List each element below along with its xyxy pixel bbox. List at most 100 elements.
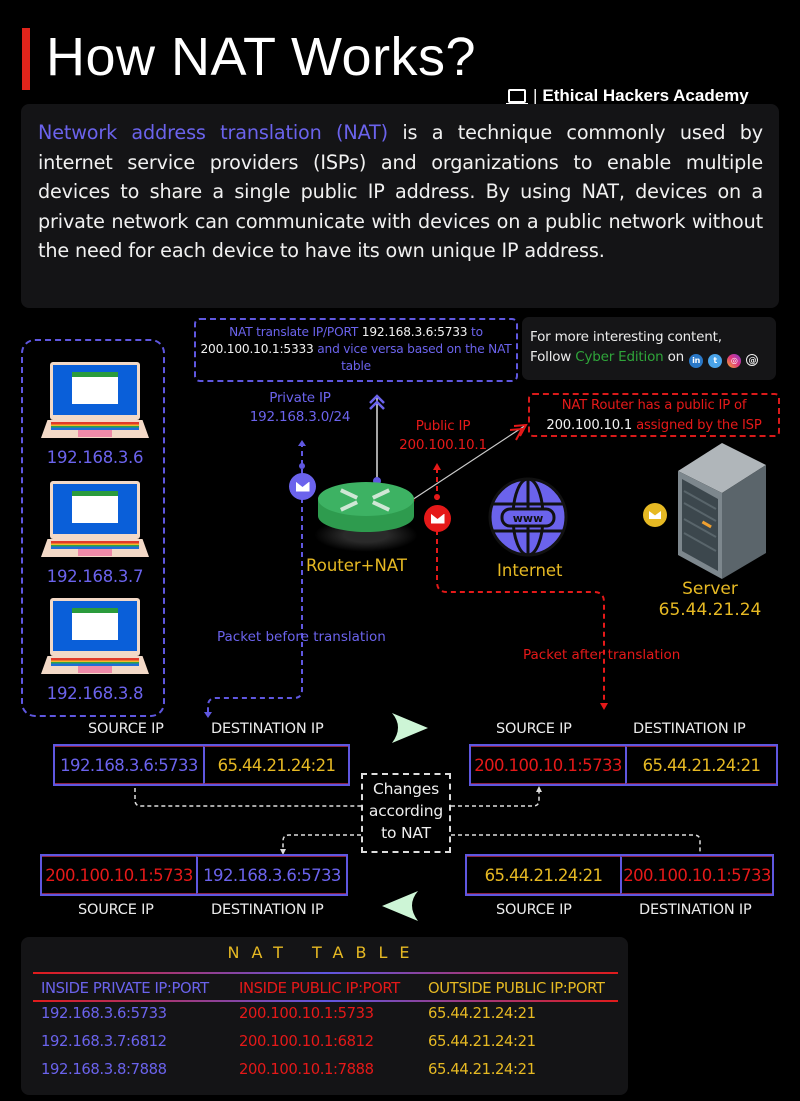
public-note-line-1: NAT Router has a public IP of bbox=[561, 398, 747, 413]
intro-panel: Network address translation (NAT) is a t… bbox=[21, 104, 779, 308]
note-text: and vice versa based on the NAT table bbox=[313, 342, 512, 373]
note-ip-to: 200.100.10.1:5333 bbox=[200, 342, 314, 356]
globe-icon: www bbox=[488, 477, 568, 557]
device-ip: 192.168.3.6 bbox=[46, 448, 144, 467]
public-ip-label: Public IP 200.100.10.1 bbox=[399, 418, 487, 453]
packet-destination: 65.44.21.24:21 bbox=[203, 746, 348, 784]
destination-ip-header: DESTINATION IP bbox=[211, 902, 324, 918]
packet-source: 192.168.3.6:5733 bbox=[55, 746, 203, 784]
packet-before-label: Packet before translation bbox=[217, 629, 386, 645]
private-ip-label: Private IP 192.168.3.0/24 bbox=[249, 390, 351, 425]
destination-ip-header: DESTINATION IP bbox=[633, 721, 746, 737]
table-header-row: INSIDE PRIVATE IP:PORT INSIDE PUBLIC IP:… bbox=[41, 980, 621, 997]
packet-after-arrowhead bbox=[600, 703, 608, 710]
private-uplink-arrowhead bbox=[298, 440, 306, 446]
table-row: 192.168.3.8:7888 200.100.10.1:7888 65.44… bbox=[41, 1061, 536, 1078]
changes-link-top-right bbox=[451, 790, 540, 807]
follow-line-2: Follow Cyber Edition on in t ◎ @ bbox=[530, 347, 776, 368]
envelope-icon bbox=[295, 481, 310, 492]
destination-ip-header: DESTINATION IP bbox=[639, 902, 752, 918]
packet-destination: 192.168.3.6:5733 bbox=[196, 856, 346, 894]
laptop-icon bbox=[41, 481, 149, 561]
source-ip-header: SOURCE IP bbox=[88, 721, 164, 737]
note-text: to bbox=[467, 325, 483, 339]
nat-table: NAT TABLE INSIDE PRIVATE IP:PORT INSIDE … bbox=[21, 937, 628, 1095]
public-note-line-2: 200.100.10.1 assigned by the ISP bbox=[546, 418, 762, 433]
public-ip-note: NAT Router has a public IP of 200.100.10… bbox=[528, 393, 780, 437]
device-laptop: 192.168.3.7 bbox=[41, 481, 149, 586]
destination-ip-header: DESTINATION IP bbox=[211, 721, 324, 737]
flow-arrow-left-icon bbox=[382, 891, 418, 921]
envelope-icon bbox=[649, 511, 661, 519]
device-ip: 192.168.3.7 bbox=[46, 567, 144, 586]
intro-highlight: Network address translation (NAT) bbox=[38, 121, 388, 144]
table-divider bbox=[33, 972, 618, 974]
double-chevron-icon-a bbox=[369, 394, 385, 404]
nat-table-title: NAT TABLE bbox=[227, 943, 422, 962]
packet-source: 65.44.21.24:21 bbox=[467, 856, 620, 894]
envelope-icon bbox=[430, 513, 445, 524]
intro-body: is a technique commonly used by internet… bbox=[38, 121, 763, 262]
changes-link-bottom-right bbox=[451, 834, 701, 852]
note-ip-from: 192.168.3.6:5733 bbox=[361, 325, 468, 339]
packet-destination: 200.100.10.1:5733 bbox=[620, 856, 772, 894]
router-icon bbox=[314, 478, 418, 552]
packet-return-after: 200.100.10.1:5733 192.168.3.6:5733 bbox=[40, 854, 348, 896]
column-header: INSIDE PRIVATE IP:PORT bbox=[41, 980, 209, 997]
table-row: 192.168.3.6:5733 200.100.10.1:5733 65.44… bbox=[41, 1005, 536, 1022]
linkedin-icon[interactable]: in bbox=[689, 354, 704, 368]
brand-name: Ethical Hackers Academy bbox=[542, 86, 749, 105]
title-accent-bar bbox=[22, 28, 30, 90]
packet-source: 200.100.10.1:5733 bbox=[471, 746, 625, 784]
brand-separator: | bbox=[533, 86, 538, 105]
source-ip-header: SOURCE IP bbox=[496, 902, 572, 918]
packet-return-before: 65.44.21.24:21 200.100.10.1:5733 bbox=[465, 854, 774, 896]
packet-after-path bbox=[436, 530, 605, 704]
packet-after-label: Packet after translation bbox=[523, 647, 681, 663]
column-header: INSIDE PUBLIC IP:PORT bbox=[239, 980, 400, 997]
double-chevron-icon-b bbox=[369, 400, 385, 410]
device-laptop: 192.168.3.8 bbox=[41, 598, 149, 703]
packet-before-arrowhead bbox=[204, 712, 212, 718]
follow-line-1: For more interesting content, bbox=[530, 329, 722, 345]
globe-www-text: www bbox=[513, 512, 544, 525]
device-laptop: 192.168.3.6 bbox=[41, 362, 149, 467]
source-ip-header: SOURCE IP bbox=[496, 721, 572, 737]
public-packet-badge bbox=[424, 505, 451, 532]
private-packet-badge bbox=[289, 473, 316, 500]
device-ip: 192.168.3.8 bbox=[46, 684, 144, 703]
follow-brand-link[interactable]: Cyber Edition bbox=[575, 349, 664, 365]
follow-promo-box: For more interesting content, Follow Cyb… bbox=[522, 317, 776, 380]
threads-icon[interactable]: @ bbox=[746, 354, 759, 366]
packet-before-path bbox=[207, 498, 303, 714]
column-header: OUTSIDE PUBLIC IP:PORT bbox=[428, 980, 605, 997]
router-public-line bbox=[411, 424, 527, 501]
instagram-icon[interactable]: ◎ bbox=[727, 354, 742, 368]
table-divider bbox=[33, 1000, 618, 1002]
nat-translate-note: NAT translate IP/PORT 192.168.3.6:5733 t… bbox=[194, 318, 518, 382]
intro-text: Network address translation (NAT) is a t… bbox=[38, 118, 763, 266]
changes-link-bottom-left bbox=[282, 834, 361, 850]
packet-outgoing-before: 192.168.3.6:5733 65.44.21.24:21 bbox=[53, 744, 350, 786]
packet-source: 200.100.10.1:5733 bbox=[42, 856, 196, 894]
changes-according-nat-box: Changes according to NAT bbox=[361, 773, 451, 853]
server-label: Server 65.44.21.24 bbox=[658, 579, 762, 620]
page-title: How NAT Works? bbox=[46, 27, 477, 87]
server-icon bbox=[678, 443, 766, 579]
note-text: NAT translate IP/PORT bbox=[229, 325, 362, 339]
private-network-group: 192.168.3.6 192.168.3.7 192.168.3.8 bbox=[21, 339, 165, 717]
router-label: Router+NAT bbox=[306, 556, 407, 575]
server-packet-badge bbox=[643, 503, 667, 527]
changes-link-top-left bbox=[134, 788, 361, 807]
public-uplink-arrowhead bbox=[433, 463, 441, 470]
source-ip-header: SOURCE IP bbox=[78, 902, 154, 918]
packet-destination: 65.44.21.24:21 bbox=[625, 746, 776, 784]
twitter-icon[interactable]: t bbox=[708, 354, 723, 368]
public-note-arrowhead-a bbox=[513, 423, 528, 437]
table-row: 192.168.3.7:6812 200.100.10.1:6812 65.44… bbox=[41, 1033, 536, 1050]
packet-outgoing-after: 200.100.10.1:5733 65.44.21.24:21 bbox=[469, 744, 778, 786]
public-note-arrowhead-b bbox=[509, 427, 524, 441]
private-uplink-dot bbox=[299, 463, 305, 469]
laptop-icon bbox=[41, 362, 149, 442]
